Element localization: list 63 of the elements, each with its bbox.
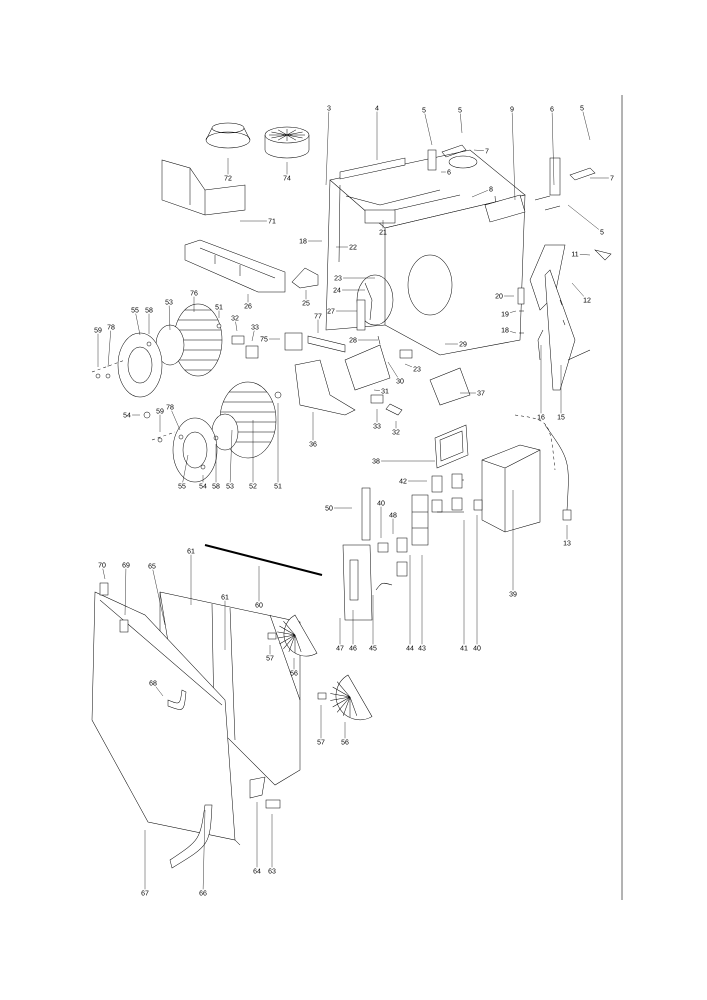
leader-line	[472, 190, 488, 198]
leader-line	[312, 412, 314, 441]
leader-line	[320, 704, 322, 739]
leader-line	[568, 204, 600, 230]
leader-line	[552, 112, 554, 186]
leader-line	[476, 514, 478, 645]
leader-line	[376, 111, 378, 160]
leader-line	[102, 568, 106, 580]
leader-line	[136, 313, 140, 336]
leader-line	[308, 240, 322, 242]
leader-line	[580, 254, 590, 256]
leader-line	[171, 410, 180, 430]
leader-line	[148, 313, 150, 334]
leader-line	[392, 518, 394, 534]
leader-line	[336, 310, 358, 312]
leader-line	[202, 810, 206, 890]
leader-line	[512, 490, 514, 591]
leader-line	[144, 830, 146, 890]
leader-line	[382, 220, 384, 229]
leader-line	[474, 150, 484, 151]
leader-line	[286, 162, 288, 175]
leader-line	[388, 362, 398, 378]
leader-line	[424, 113, 432, 146]
leader-line	[156, 686, 164, 696]
leader-line	[108, 330, 111, 368]
leader-line	[582, 111, 590, 140]
leader-line	[235, 321, 238, 332]
leader-line	[376, 408, 378, 423]
leader-line	[572, 282, 584, 297]
leader-line	[344, 722, 346, 739]
leader-line	[152, 569, 166, 626]
leader-line	[404, 364, 412, 368]
leader-line	[124, 568, 126, 616]
leader-line	[510, 331, 516, 334]
leader-line	[510, 310, 516, 313]
leader-line	[190, 554, 192, 606]
leader-line	[326, 111, 330, 186]
leader-line	[224, 600, 226, 650]
leader-line	[132, 414, 140, 416]
leader-line	[352, 610, 354, 645]
leader-line	[258, 566, 260, 602]
leader-line	[512, 112, 516, 200]
leader-line	[566, 524, 568, 540]
leader-line	[252, 330, 254, 342]
leader-line	[374, 390, 380, 391]
leader-line	[540, 344, 542, 414]
leader-line	[182, 454, 188, 483]
leader-line	[372, 594, 374, 645]
leader-line	[256, 802, 258, 868]
leader-line	[380, 460, 436, 462]
leader-line	[336, 246, 348, 248]
leader-line	[268, 338, 280, 340]
leader-line	[252, 420, 254, 483]
leader-line	[460, 392, 476, 394]
leader-line	[560, 364, 562, 414]
leader-line	[218, 310, 220, 318]
leader-line	[408, 480, 428, 482]
leader-line	[202, 474, 204, 483]
leader-line	[460, 113, 462, 134]
leader-line	[240, 220, 268, 222]
leader-line	[168, 305, 170, 330]
leader-line	[230, 430, 232, 483]
leader-line	[380, 506, 382, 538]
